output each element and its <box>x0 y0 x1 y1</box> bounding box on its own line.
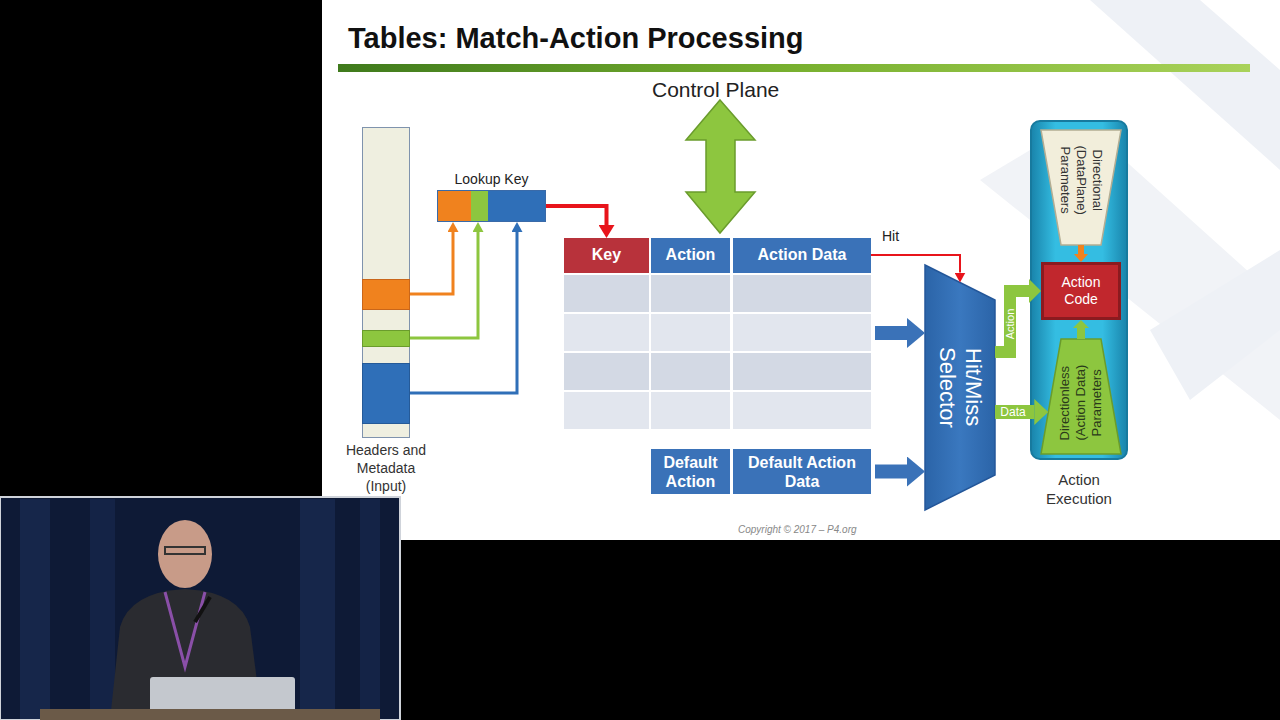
table-column: Action <box>651 238 730 430</box>
edge-label: Action <box>1005 308 1016 339</box>
table-column: Key <box>564 238 649 430</box>
default-label: Default Action <box>656 453 725 491</box>
default-data-box: Default Action Data <box>733 449 871 494</box>
table-row <box>564 353 649 390</box>
selector-label: Hit/Miss Selector <box>934 323 986 453</box>
header-field <box>362 279 410 310</box>
curtain-fold <box>90 499 115 719</box>
execution-label: Action Execution <box>1029 470 1129 508</box>
watermark-shape <box>1150 250 1280 400</box>
parameter-funnel: Directionless (Action Data) Parameters <box>1041 339 1121 454</box>
control-plane-arrow <box>686 100 755 233</box>
table-row <box>564 392 649 429</box>
selector-mux: Hit/Miss Selector <box>925 265 995 510</box>
block-arrow <box>875 465 907 479</box>
table-row <box>651 314 730 351</box>
action-execution-box: Action ExecutionDirectional (DataPlane) … <box>1030 120 1128 460</box>
parameter-label: Directionless (Action Data) Parameters <box>1057 356 1105 451</box>
field-arrow <box>410 232 478 338</box>
field-arrow <box>410 232 517 393</box>
speaker-head <box>158 520 212 588</box>
parameter-label: Directional (DataPlane) Parameters <box>1057 133 1105 228</box>
slide-title: Tables: Match-Action Processing <box>348 21 804 55</box>
column-header: Action Data <box>735 246 869 265</box>
header-field <box>362 363 410 424</box>
column-header: Key <box>566 246 647 265</box>
speaker-lanyard <box>165 592 205 667</box>
field-arrow <box>410 232 453 294</box>
data-arrow <box>995 405 1034 419</box>
default-action-box: Default Action <box>651 449 730 494</box>
table-row <box>733 314 871 351</box>
header-metadata-column: Headers and Metadata (Input) <box>362 127 410 438</box>
table-row <box>733 275 871 312</box>
key-field <box>471 191 488 221</box>
watermark-shape <box>980 120 1280 420</box>
default-label: Default Action Data <box>738 453 866 491</box>
edge-label: Data <box>1000 406 1025 418</box>
table-row <box>564 275 649 312</box>
control-plane-label: Control Plane <box>652 78 779 103</box>
lookup-key-box: Lookup Key <box>437 190 546 222</box>
edge-label: Hit <box>882 229 899 243</box>
curtain-fold <box>20 499 50 719</box>
speaker-glasses <box>165 547 205 554</box>
parameter-arrow <box>1077 328 1085 339</box>
microphone <box>195 597 210 622</box>
lookup-key-label: Lookup Key <box>455 171 529 188</box>
table-row <box>651 353 730 390</box>
curtain-fold <box>300 499 335 719</box>
input-label: Headers and Metadata (Input) <box>336 441 436 495</box>
table-column: Action Data <box>733 238 871 430</box>
action-arrow <box>995 291 1029 352</box>
lectern <box>40 709 380 720</box>
curtain-fold <box>360 499 380 719</box>
header-field <box>362 330 410 347</box>
key-field <box>488 191 545 221</box>
table-row <box>651 275 730 312</box>
table-row <box>733 392 871 429</box>
copyright-note: Copyright © 2017 – P4.org <box>738 524 857 536</box>
shape-outline <box>925 265 995 510</box>
slide-background <box>322 0 1280 540</box>
parameter-funnel: Directional (DataPlane) Parameters <box>1041 130 1121 245</box>
shape-outline <box>1041 130 1121 245</box>
action-code-label: Action Code <box>1051 274 1111 308</box>
hit-arrow <box>871 255 960 273</box>
lookup-arrow <box>546 206 607 225</box>
title-bar <box>338 64 1250 72</box>
shape-outline <box>1041 339 1121 454</box>
column-header: Action <box>653 246 728 265</box>
block-arrow <box>875 326 907 340</box>
parameter-arrow <box>1078 245 1084 254</box>
table-row <box>651 392 730 429</box>
action-code-box: Action Code <box>1041 262 1121 320</box>
key-field <box>438 191 471 221</box>
video-frame <box>0 497 400 720</box>
table-row <box>733 353 871 390</box>
table-row <box>564 314 649 351</box>
speaker-video <box>0 497 400 720</box>
